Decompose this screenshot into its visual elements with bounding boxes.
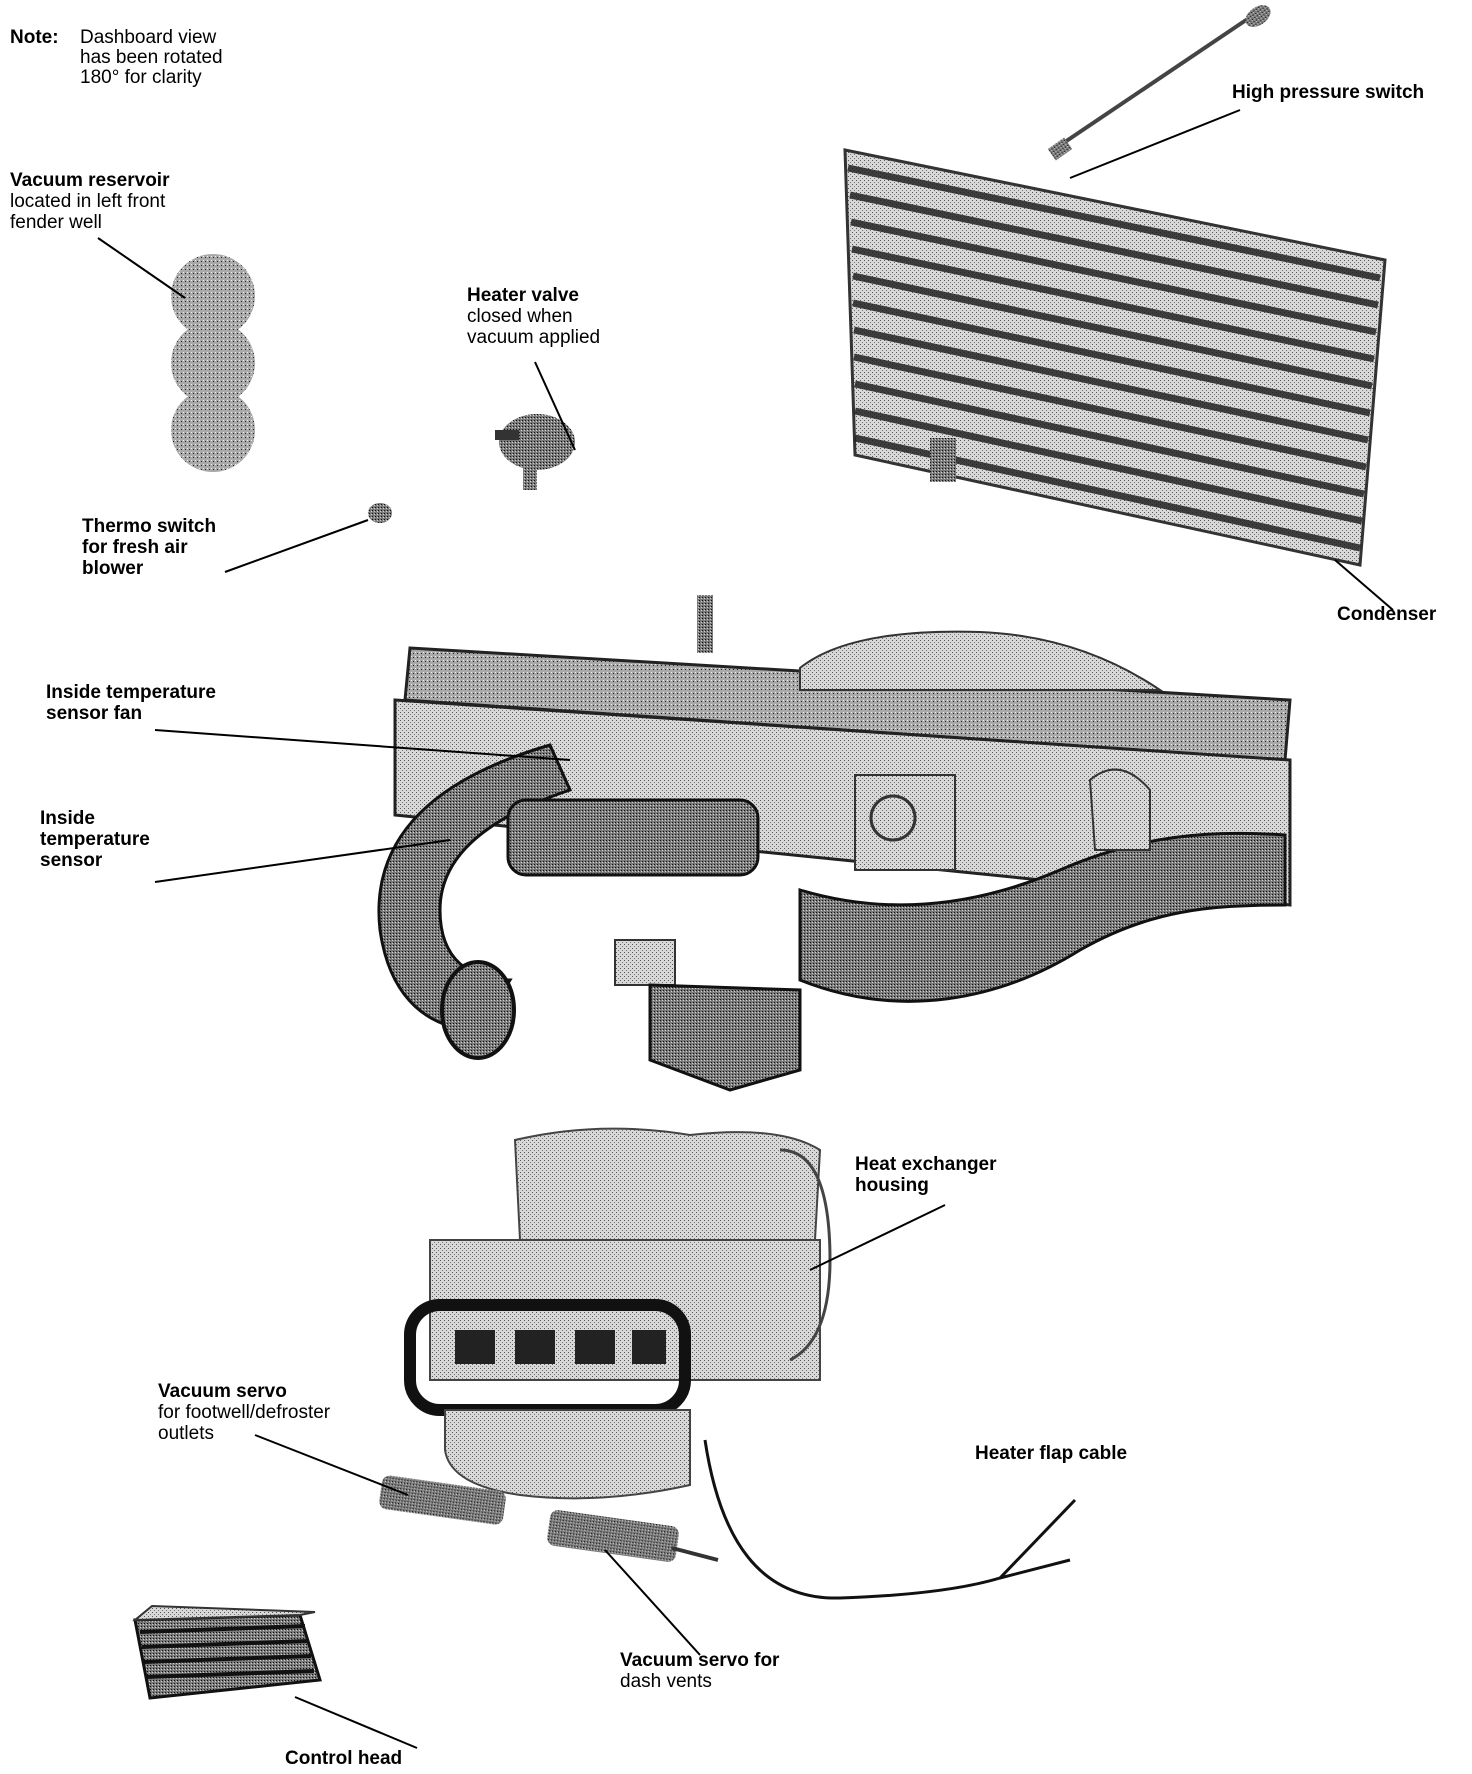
condenser-label: Condenser	[1337, 604, 1436, 625]
inside-temp-sensor-title-2: temperature	[40, 829, 150, 850]
heater-flap-cable-label: Heater flap cable	[975, 1443, 1127, 1464]
heater-valve-desc-2: vacuum applied	[467, 327, 601, 348]
note-line-2: has been rotated	[80, 47, 223, 68]
vacuum-servo-dash-title: Vacuum servo for	[620, 1650, 780, 1671]
vacuum-servo-dash-label: Vacuum servo for dash vents	[620, 1650, 779, 1692]
vacuum-servo-footwell-title: Vacuum servo	[158, 1381, 287, 1402]
vacuum-reservoir-desc-2: fender well	[10, 212, 102, 233]
leader-lines	[97, 109, 1394, 1749]
inside-temp-sensor-label: Inside temperature sensor	[40, 808, 150, 871]
control-head-label: Control head	[285, 1748, 402, 1769]
note-block: Note: Dashboard view has been rotated 180…	[10, 28, 223, 88]
vacuum-servo-dash-illustration	[547, 1510, 719, 1562]
vacuum-servo-footwell-desc-2: outlets	[158, 1423, 214, 1444]
heater-flap-cable-title: Heater flap cable	[975, 1443, 1128, 1464]
note-label: Note:	[10, 27, 59, 48]
inside-temp-sensor-title-1: Inside	[40, 808, 95, 829]
inside-temp-sensor-fan-title-1: Inside temperature	[46, 682, 216, 703]
heat-exchanger-housing-label: Heat exchanger housing	[855, 1154, 997, 1196]
thermo-switch-title-2: for fresh air	[82, 537, 188, 558]
control-head-title: Control head	[285, 1748, 403, 1769]
vacuum-servo-footwell-desc-1: for footwell/defroster	[158, 1402, 331, 1423]
inside-temp-sensor-title-3: sensor	[40, 850, 103, 871]
inside-temp-sensor-fan-title-2: sensor fan	[46, 703, 143, 724]
heater-valve-illustration	[495, 414, 575, 490]
high-pressure-switch	[1047, 5, 1271, 161]
vacuum-servo-footwell-label: Vacuum servo for footwell/defroster outl…	[158, 1381, 330, 1444]
vacuum-reservoir-title: Vacuum reservoir	[10, 170, 170, 191]
note-line-1: Dashboard view	[80, 27, 217, 48]
thermo-switch-title-3: blower	[82, 558, 144, 579]
inside-temp-sensor-fan-label: Inside temperature sensor fan	[46, 682, 216, 724]
vacuum-servo-dash-desc-1: dash vents	[620, 1671, 712, 1692]
vacuum-reservoir-label: Vacuum reservoir located in left front f…	[10, 170, 169, 233]
high-pressure-switch-title: High pressure switch	[1232, 82, 1425, 103]
heater-flap-cable-illustration	[703, 1439, 1077, 1600]
thermo-switch-label: Thermo switch for fresh air blower	[82, 516, 216, 579]
control-head-illustration	[132, 1604, 322, 1700]
thermo-switch-illustration	[368, 503, 392, 523]
vacuum-reservoir-desc-1: located in left front	[10, 191, 166, 212]
heater-valve-label: Heater valve closed when vacuum applied	[467, 285, 600, 348]
note-line-3: 180° for clarity	[80, 67, 202, 88]
heat-exchanger-housing-title-1: Heat exchanger	[855, 1154, 997, 1175]
vacuum-servo-footwell-illustration	[379, 1475, 506, 1525]
vacuum-reservoir-illustration	[171, 254, 255, 472]
thermo-switch-title-1: Thermo switch	[82, 516, 217, 537]
condenser-title: Condenser	[1337, 604, 1437, 625]
condenser-illustration	[843, 148, 1387, 567]
heat-exchanger-housing-title-2: housing	[855, 1175, 929, 1196]
heat-exchanger-housing-illustration	[404, 1127, 832, 1500]
heater-valve-desc-1: closed when	[467, 306, 573, 327]
heater-valve-title: Heater valve	[467, 285, 579, 306]
high-pressure-switch-label: High pressure switch	[1232, 82, 1424, 103]
dashboard-assembly-illustration	[377, 595, 1292, 1092]
